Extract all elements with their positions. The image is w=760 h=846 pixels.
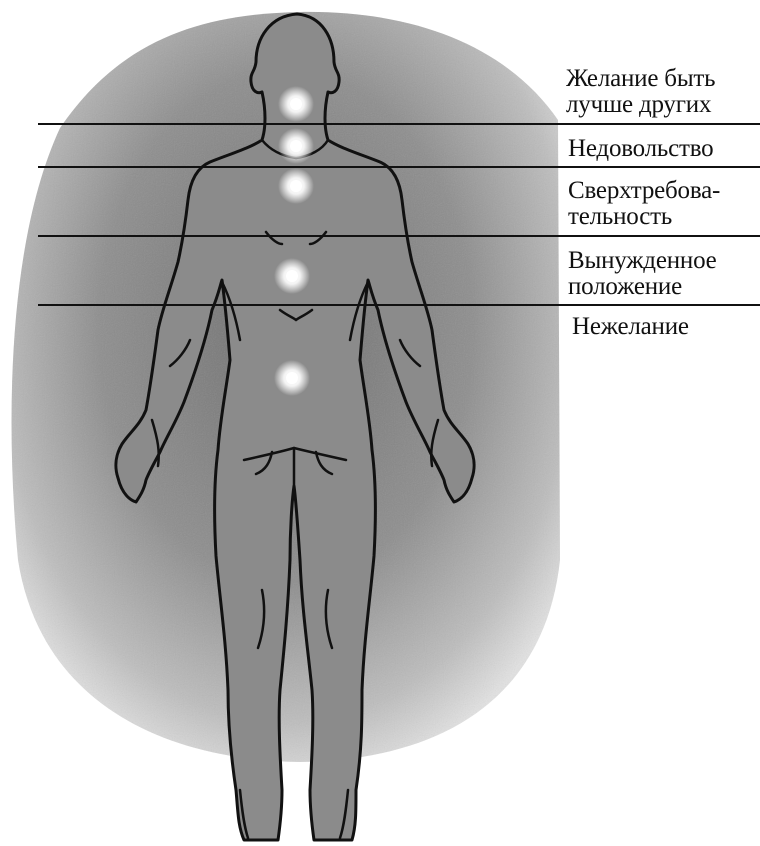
label-unwillingness: Нежелание xyxy=(572,314,689,340)
label-discontent-line1: Недовольство xyxy=(568,136,713,162)
label-forced-line1: Вынужденное xyxy=(568,248,717,274)
label-discontent: Недовольство xyxy=(568,136,713,162)
label-forced-line2: положение xyxy=(568,274,717,300)
label-overdemanding-line2: тельность xyxy=(568,204,720,230)
label-overdemanding: Сверхтребова- тельность xyxy=(568,178,720,230)
label-desire-line1: Желание быть xyxy=(566,66,715,92)
label-desire: Желание быть лучше других xyxy=(566,66,715,118)
label-desire-line2: лучше других xyxy=(566,92,715,118)
label-overdemanding-line1: Сверхтребова- xyxy=(568,178,720,204)
label-unwillingness-line1: Нежелание xyxy=(572,314,689,340)
label-forced: Вынужденное положение xyxy=(568,248,717,300)
